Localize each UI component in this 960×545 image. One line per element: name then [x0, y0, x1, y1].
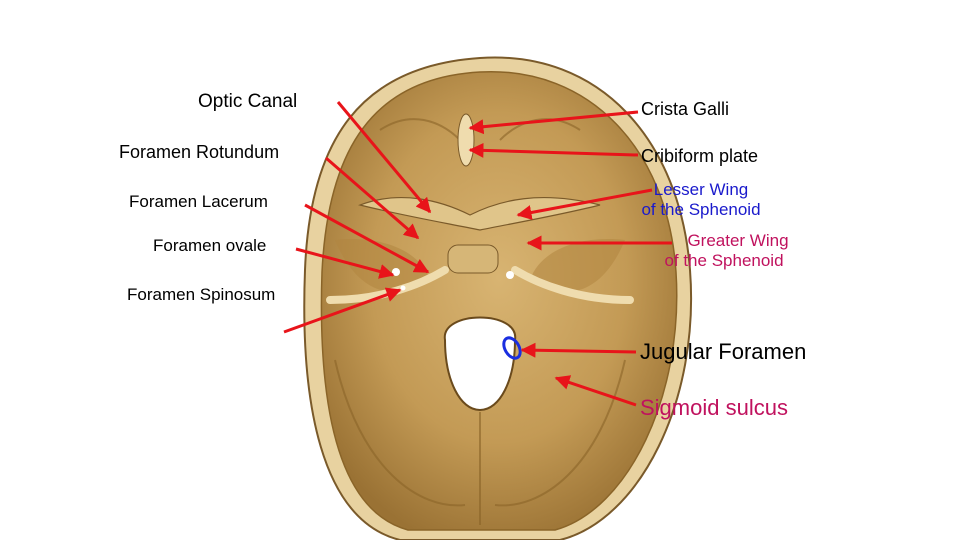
label-crista-galli: Crista Galli	[641, 99, 730, 119]
label-cribiform-plate: Cribiform plate	[641, 146, 759, 166]
posterior-fossa-left	[334, 359, 466, 507]
arrow-cribiform-plate	[468, 142, 639, 158]
label-foramen-spinosum: Foramen Spinosum	[127, 285, 276, 304]
foramen-ovale-dot	[392, 268, 400, 276]
sella-turcica	[447, 244, 499, 274]
label-greater-wing-line1: Greater Wing	[687, 231, 789, 250]
middle-fossa-right	[530, 239, 625, 292]
crista-galli-shape	[457, 113, 475, 167]
foramen-ovale-right-dot	[506, 271, 514, 279]
label-lesser-wing: Lesser Wing of the Sphenoid	[625, 180, 777, 221]
arrow-foramen-ovale	[295, 247, 395, 279]
label-greater-wing: Greater Wing of the Sphenoid	[646, 231, 802, 272]
arrow-crista-galli	[468, 110, 639, 135]
arrow-jugular-foramen	[520, 342, 637, 358]
label-jugular-foramen: Jugular Foramen	[640, 339, 807, 364]
arrow-foramen-spinosum	[283, 287, 402, 334]
arrow-foramen-lacerum	[304, 203, 430, 274]
label-sigmoid-sulcus: Sigmoid sulcus	[640, 395, 788, 420]
label-lesser-wing-line2: of the Sphenoid	[641, 200, 761, 220]
anterior-fossa-ridge	[379, 118, 461, 141]
arrow-foramen-rotundum	[325, 156, 420, 240]
foramen-magnum	[443, 316, 517, 412]
arrow-optic-canal	[336, 101, 432, 214]
jugular-foramen-marker	[502, 336, 522, 360]
anterior-fossa-ridge	[499, 118, 581, 141]
arrow-sigmoid-sulcus	[554, 375, 637, 407]
foramen-spinosum-dot	[400, 285, 406, 291]
label-foramen-rotundum: Foramen Rotundum	[119, 142, 280, 162]
label-foramen-ovale: Foramen ovale	[153, 236, 267, 255]
petrous-ridge-right	[511, 266, 634, 304]
label-foramen-lacerum: Foramen Lacerum	[129, 192, 268, 211]
label-lesser-wing-line1: Lesser Wing	[653, 180, 749, 199]
arrow-lesser-wing	[516, 188, 653, 220]
label-greater-wing-line2: of the Sphenoid	[664, 251, 784, 271]
label-optic-canal: Optic Canal	[198, 91, 298, 112]
